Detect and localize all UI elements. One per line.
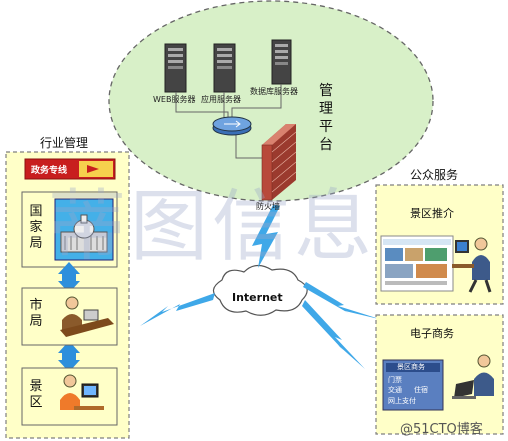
ecommerce-item-payment: 网上支付 <box>388 397 416 405</box>
ecommerce-title: 电子商务 <box>410 327 454 340</box>
capitol-icon <box>54 198 114 261</box>
user-at-computer-icon <box>452 237 492 293</box>
scenic-site-thumbnail <box>380 235 454 292</box>
ecommerce-panel-title: 景区商务 <box>397 363 425 371</box>
worker-at-computer-icon <box>60 374 104 410</box>
web-server-label: WEB服务器 <box>153 95 196 104</box>
db-server-icon <box>271 39 292 85</box>
firewall-icon <box>261 124 297 201</box>
watermark-logo: 蒂图信息 <box>48 182 376 272</box>
hierarchy-arrows <box>58 262 80 372</box>
wireless-links <box>140 205 383 369</box>
platform-cloud <box>108 0 434 202</box>
ecommerce-item-transport: 交通 <box>388 386 402 394</box>
app-server-label: 应用服务器 <box>201 95 241 104</box>
server-links <box>175 84 282 159</box>
web-server-icon <box>164 43 187 93</box>
platform-label: 管理平台 <box>319 83 333 153</box>
gov-line-label: 政务专线 <box>31 166 68 176</box>
gov-line-banner <box>24 158 116 180</box>
scenic-label: 景区 <box>29 379 43 410</box>
ecommerce-item-lodging: 住宿 <box>414 386 428 394</box>
national-bureau-label: 国家局 <box>29 204 43 251</box>
officer-at-desk-icon <box>60 296 114 337</box>
city-bureau-label: 市局 <box>29 298 43 329</box>
internet-label: Internet <box>232 291 283 304</box>
firewall-label: 防火墙 <box>256 202 280 211</box>
credit-watermark: @51CTO博客 <box>400 422 483 437</box>
industry-title: 行业管理 <box>40 136 89 150</box>
public-title: 公众服务 <box>410 168 459 182</box>
internet-cloud <box>212 264 308 316</box>
ecommerce-site-thumbnail <box>382 359 444 411</box>
db-server-label: 数据库服务器 <box>250 87 298 96</box>
scenic-promo-title: 景区推介 <box>410 207 454 220</box>
app-server-icon <box>213 43 236 93</box>
ecommerce-item-tickets: 门票 <box>388 376 402 384</box>
user-at-laptop-icon <box>452 354 494 399</box>
router-icon <box>212 116 252 136</box>
